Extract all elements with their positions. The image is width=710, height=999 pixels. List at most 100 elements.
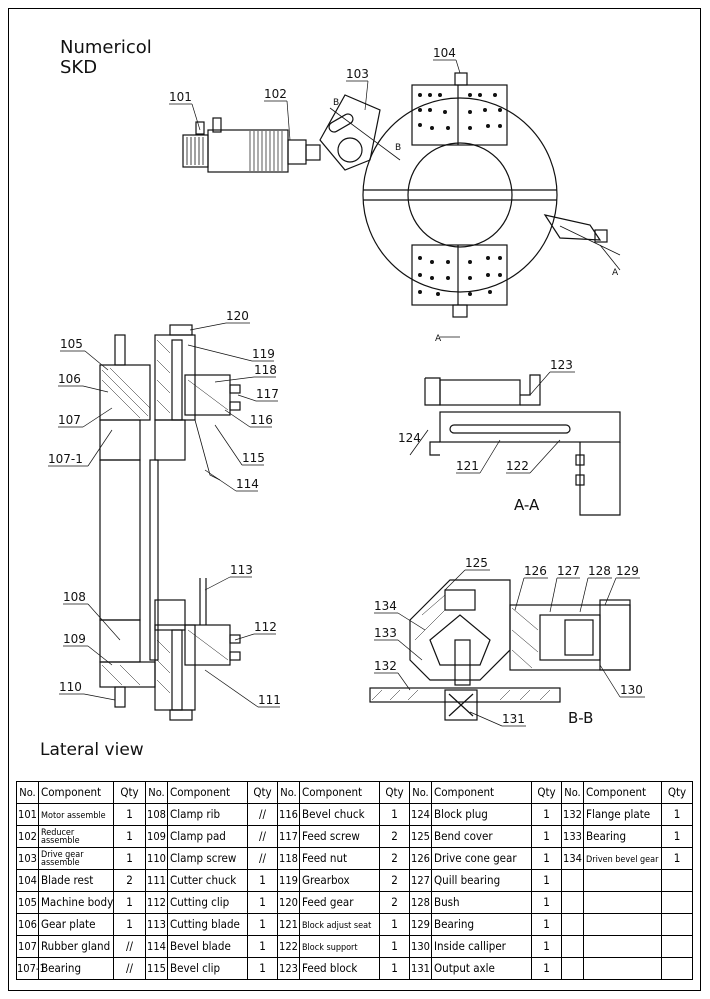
component-name-cell: Grearbox [299,869,380,892]
component-name-cell: Cutting clip [167,891,248,914]
component-name: Reducer assemble [41,827,80,846]
section-label-aa: A-A [514,496,540,514]
header-cell: Component [299,781,380,804]
callout-116: 116 [250,413,273,427]
callout-111: 111 [258,693,281,707]
bill-of-materials-table: No. Component Qty No. Component Qty No. … [16,781,693,980]
component-name-cell [583,913,662,936]
part-number-cell: 113 [145,913,168,936]
blade-rest-top [411,84,508,146]
callout-133: 133 [374,626,397,640]
component-name-cell: Machine body [38,891,114,914]
callout-128: 128 [588,564,611,578]
main-ring-outer [362,97,558,293]
component-name-cell: Quill bearing [431,869,532,892]
part-number-cell: 115 [145,957,168,980]
quantity-cell: 1 [113,891,146,914]
part-number-cell: 122 [277,935,300,958]
part-number-cell: 127 [409,869,432,892]
component-name-cell: Block plug [431,803,532,826]
component-name: Block adjust seat [302,921,372,931]
part-number-cell: 111 [145,869,168,892]
part-number-cell [561,957,584,980]
top-view [182,72,621,338]
quantity-cell: 1 [379,935,410,958]
quantity-cell [661,913,693,936]
callout-127: 127 [557,564,580,578]
header-cell: No. [409,781,432,804]
part-number-cell [561,891,584,914]
component-name-cell: Motor assemble [38,803,114,826]
part-number-cell: 110 [145,847,168,870]
part-number-cell: 114 [145,935,168,958]
quantity-cell: 1 [247,869,278,892]
component-name-cell: Block support [299,935,380,958]
callout-122: 122 [506,459,529,473]
callout-118: 118 [254,363,277,377]
arrow-label-b-top: B [333,98,339,108]
component-name: Driven bevel gear [586,855,659,865]
quantity-cell: 1 [531,957,562,980]
part-number-cell: 107-1 [16,957,46,980]
component-name-cell: Gear plate [38,913,114,936]
component-name-cell: Cutting blade [167,913,248,936]
quantity-cell: // [247,847,278,870]
component-name-cell: Bearing [38,957,114,980]
part-number-cell: 125 [409,825,432,848]
component-name-cell: Clamp screw [167,847,248,870]
table-header-row: No. Component Qty No. Component Qty No. … [16,781,693,804]
part-number-cell: 126 [409,847,432,870]
section-bb [369,579,631,721]
quantity-cell: // [247,825,278,848]
quantity-cell: 1 [531,803,562,826]
quantity-cell: 1 [661,847,693,870]
quantity-cell: 1 [247,935,278,958]
part-number-cell: 121 [277,913,300,936]
component-name-cell: Clamp pad [167,825,248,848]
component-name-cell: Blade rest [38,869,114,892]
component-name-cell: Bend cover [431,825,532,848]
quantity-cell: 1 [531,869,562,892]
callout-112: 112 [254,620,277,634]
callout-124: 124 [398,431,421,445]
part-number-cell: 130 [409,935,432,958]
callout-106: 106 [58,372,81,386]
quantity-cell: 1 [531,847,562,870]
component-name-cell: Feed gear [299,891,380,914]
part-number-cell: 117 [277,825,300,848]
quantity-cell: 1 [531,913,562,936]
part-number-cell: 112 [145,891,168,914]
callout-104: 104 [433,46,456,60]
part-number-cell: 128 [409,891,432,914]
quantity-cell [661,891,693,914]
component-name-cell [583,935,662,958]
callout-108: 108 [63,590,86,604]
part-number-cell [561,935,584,958]
arrow-label-a-bottom: A [435,334,442,344]
callout-129: 129 [616,564,639,578]
component-name-cell: Bevel clip [167,957,248,980]
quantity-cell [661,957,693,980]
part-number-cell: 116 [277,803,300,826]
quantity-cell: // [113,957,146,980]
part-number-cell: 105 [16,891,39,914]
callout-132: 132 [374,659,397,673]
callout-109: 109 [63,632,86,646]
part-number-cell: 101 [16,803,39,826]
callout-134: 134 [374,599,397,613]
header-cell: Component [583,781,662,804]
header-cell: No. [16,781,39,804]
section-label-bb: B-B [568,709,593,727]
component-name-cell: Bearing [431,913,532,936]
part-number-cell: 132 [561,803,584,826]
part-number-cell: 123 [277,957,300,980]
quantity-cell: 1 [113,803,146,826]
quantity-cell: 1 [531,825,562,848]
callout-103: 103 [346,67,369,81]
quantity-cell: 1 [379,957,410,980]
callout-115: 115 [242,451,265,465]
